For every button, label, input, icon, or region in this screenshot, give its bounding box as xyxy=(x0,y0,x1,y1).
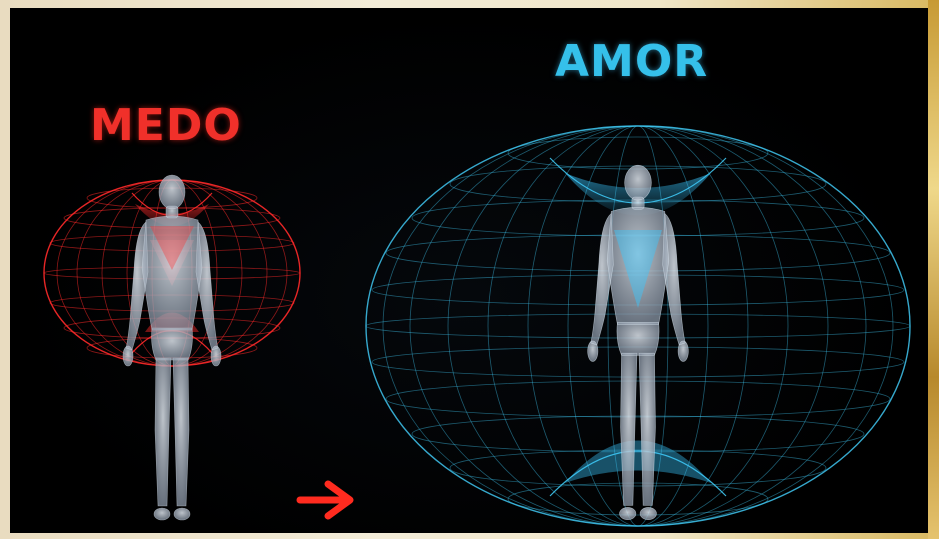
medo-title: MEDO xyxy=(90,100,242,151)
illustration-panel: MEDO AMOR xyxy=(10,8,928,533)
gold-border xyxy=(928,0,939,539)
torus-illustration xyxy=(10,8,928,533)
cyan-lower-vortex xyxy=(565,441,711,484)
amor-title: AMOR xyxy=(555,36,708,87)
right-arrow-icon xyxy=(300,484,350,516)
